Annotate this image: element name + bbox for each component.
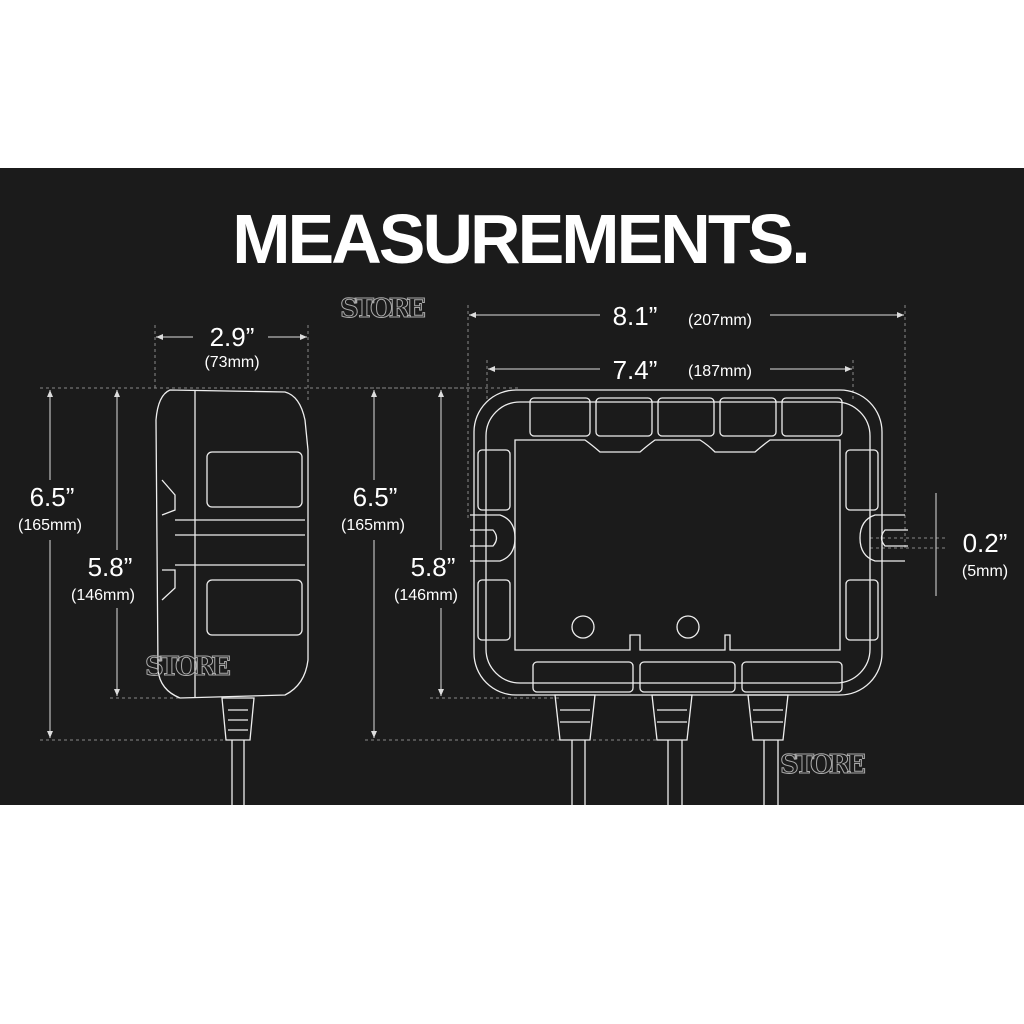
front-height-body-inches: 5.8”	[411, 552, 456, 582]
front-view-device	[470, 389, 908, 805]
side-height-total-mm: (165mm)	[18, 517, 82, 534]
slot-dimension: 0.2” (5mm)	[935, 493, 1008, 596]
front-height-total-inches: 6.5”	[353, 482, 398, 512]
front-width-body-mm: (187mm)	[688, 363, 752, 380]
front-width-body-dimension: 7.4” (187mm)	[488, 355, 852, 385]
cable-connector-3	[747, 694, 789, 805]
side-height-total-inches: 6.5”	[30, 482, 75, 512]
svg-text:STORE: STORE	[340, 294, 426, 324]
front-height-body-dimension: 5.8” (146mm)	[394, 390, 458, 696]
dark-panel	[0, 168, 1024, 805]
slot-inches: 0.2”	[963, 528, 1008, 558]
side-width-mm: (73mm)	[204, 354, 259, 371]
front-width-body-inches: 7.4”	[613, 355, 658, 385]
side-height-body-dimension: 5.8” (146mm)	[71, 390, 135, 696]
front-height-total-mm: (165mm)	[341, 517, 405, 534]
front-width-total-inches: 8.1”	[613, 301, 658, 331]
cable-connector-2	[651, 694, 693, 805]
front-width-total-mm: (207mm)	[688, 312, 752, 329]
side-width-dimension: 2.9” (73mm)	[156, 322, 307, 371]
front-height-total-dimension: 6.5” (165mm)	[341, 390, 405, 738]
page-title: MEASUREMENTS.	[232, 200, 807, 278]
side-width-inches: 2.9”	[210, 322, 255, 352]
cable-connector-1	[554, 694, 596, 805]
side-height-body-mm: (146mm)	[71, 587, 135, 604]
front-height-body-mm: (146mm)	[394, 587, 458, 604]
side-height-total-dimension: 6.5” (165mm)	[18, 390, 82, 738]
slot-mm: (5mm)	[962, 563, 1008, 580]
front-width-total-dimension: 8.1” (207mm)	[469, 301, 904, 331]
side-view-device	[155, 389, 309, 805]
svg-text:STORE: STORE	[780, 750, 866, 780]
watermark-logo: STORE STORE STORE	[145, 294, 867, 781]
side-height-body-inches: 5.8”	[88, 552, 133, 582]
svg-text:STORE: STORE	[145, 652, 231, 682]
